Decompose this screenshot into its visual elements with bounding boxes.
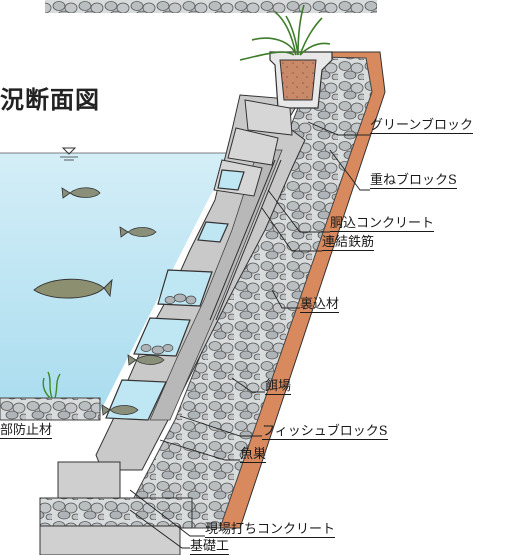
water-level-icon: [60, 147, 78, 161]
foundation-concrete: [39, 461, 193, 555]
leader-lines: [129, 121, 370, 549]
label-feeding-ground: 餌場: [265, 379, 292, 395]
fish-icon: [119, 226, 157, 238]
green-block: [269, 51, 333, 109]
fish-icon: [61, 187, 101, 199]
backfill-stones: [117, 56, 373, 529]
water-plant: [42, 371, 61, 399]
top-rock-strip: [45, 0, 377, 13]
label-scour-material: 部防止材: [0, 423, 53, 439]
diagram-title: 況断面図: [0, 86, 100, 114]
label-green-block: グリーンブロック: [370, 118, 473, 134]
carp-icon: [33, 278, 113, 299]
fish-icon: [101, 404, 139, 416]
river-water: [0, 152, 232, 420]
label-foundation: 基礎工: [190, 539, 230, 555]
label-stack-block: 重ねブロックS: [370, 173, 457, 189]
label-fish-block: フィッシュブロックS: [262, 424, 388, 440]
fish-icon: [127, 354, 165, 366]
label-fill-concrete: 胴込コンクリート: [330, 216, 435, 232]
label-backfill: 裏込材: [300, 297, 340, 313]
label-rebar: 連結鉄筋: [322, 235, 375, 251]
label-cast-concrete: 現場打ちコンクリート: [205, 522, 336, 538]
grass-plant: [239, 4, 331, 61]
scour-protection: [0, 397, 101, 421]
label-fish-nest: 魚巣: [240, 447, 267, 463]
cell-rocks: [140, 293, 197, 355]
